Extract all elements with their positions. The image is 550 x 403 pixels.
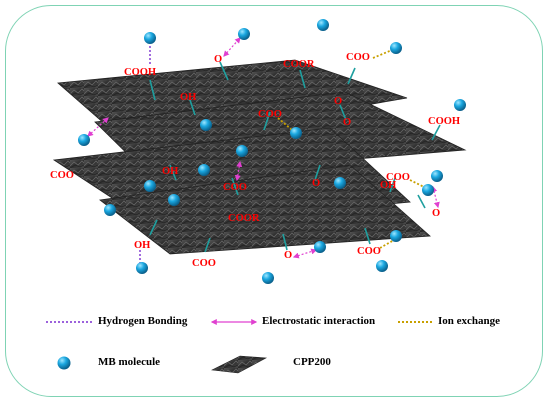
mb-molecule: [317, 19, 329, 31]
label-oh-partial: OH: [380, 180, 396, 191]
label-o: O: [334, 96, 342, 107]
mb-molecule: [78, 134, 90, 146]
mb-molecule: [376, 260, 388, 272]
legend-symbols: [46, 319, 432, 374]
bond: [431, 124, 441, 141]
label-coo: COO: [357, 246, 381, 257]
bond: [189, 99, 196, 116]
ion-exchange-line: [277, 117, 293, 131]
legend-mb-molecule: MB molecule: [98, 356, 161, 368]
diagram-frame: [5, 5, 543, 397]
legend-hydrogen-bonding: Hydrogen Bonding: [98, 315, 188, 327]
bond: [204, 237, 211, 253]
cpp200-sheet-bottom: [99, 164, 431, 255]
functional-group-bonds: [149, 61, 441, 253]
bond: [314, 164, 321, 181]
bond: [347, 67, 356, 85]
bond: [149, 219, 158, 236]
mb-molecule: [334, 177, 346, 189]
label-coo-partial: COO: [50, 170, 74, 181]
bond: [219, 61, 229, 81]
mb-molecule: [454, 99, 466, 111]
label-coo: COO: [223, 182, 247, 193]
label-coo: COO: [346, 52, 370, 63]
interactions: [87, 37, 440, 265]
legend-cpp200: CPP200: [293, 356, 331, 368]
electrostatic-arrow: [87, 117, 109, 137]
label-coo: COO: [258, 109, 282, 120]
bond: [231, 177, 239, 196]
label-o: O: [343, 117, 351, 128]
legend-ion-exchange: Ion exchange: [438, 315, 501, 327]
label-oh: OH: [134, 240, 150, 251]
label-cooh: COOH: [124, 67, 156, 78]
mb-molecule: [314, 241, 326, 253]
legend-mb-molecule-icon: [57, 356, 71, 370]
bond: [417, 194, 426, 209]
label-cooh: COOH: [428, 116, 460, 127]
functional-group-labels: COOH O COOR COO OH COO O O COOH COO OH C…: [50, 52, 460, 269]
label-oh: OH: [180, 92, 196, 103]
electrostatic-arrow: [431, 185, 440, 209]
electrostatic-arrow: [234, 160, 243, 182]
label-coo: COO: [192, 258, 216, 269]
bond: [149, 79, 156, 101]
ion-exchange-line: [372, 49, 393, 59]
mb-molecules: [78, 19, 466, 284]
legend-electrostatic-interaction: Electrostatic interaction: [262, 315, 376, 327]
bond: [364, 227, 371, 245]
mb-molecule: [236, 145, 248, 157]
bond: [263, 111, 271, 131]
label-o: O: [214, 54, 222, 65]
mb-molecule: [144, 180, 156, 192]
mb-molecule: [431, 170, 443, 182]
mb-molecule: [262, 272, 274, 284]
ion-exchange-line: [379, 239, 395, 249]
mb-molecule: [168, 194, 180, 206]
label-coo: COO: [386, 172, 410, 183]
mb-molecule: [238, 28, 250, 40]
mb-molecule: [198, 164, 210, 176]
bond: [169, 164, 177, 181]
label-o: O: [432, 208, 440, 219]
mb-molecule: [290, 127, 302, 139]
mb-molecule: [104, 204, 116, 216]
electrostatic-arrow: [292, 248, 318, 259]
label-oh: OH: [162, 166, 178, 177]
mb-molecule: [390, 230, 402, 242]
bond: [389, 177, 396, 193]
bond: [299, 69, 306, 89]
electrostatic-arrow: [223, 37, 241, 57]
mb-molecule: [422, 184, 434, 196]
bond: [282, 233, 288, 251]
cpp200-sheets: [52, 59, 467, 255]
legend-cpp200-icon: [210, 355, 268, 374]
label-coor: COOR: [283, 59, 315, 70]
label-o: O: [284, 250, 292, 261]
mb-molecule: [390, 42, 402, 54]
mb-molecule: [144, 32, 156, 44]
label-coor: COOR: [228, 213, 260, 224]
mb-molecule: [136, 262, 148, 274]
mb-molecule: [200, 119, 212, 131]
bond: [339, 104, 347, 121]
label-o: O: [312, 178, 320, 189]
ion-exchange-line: [409, 179, 427, 189]
